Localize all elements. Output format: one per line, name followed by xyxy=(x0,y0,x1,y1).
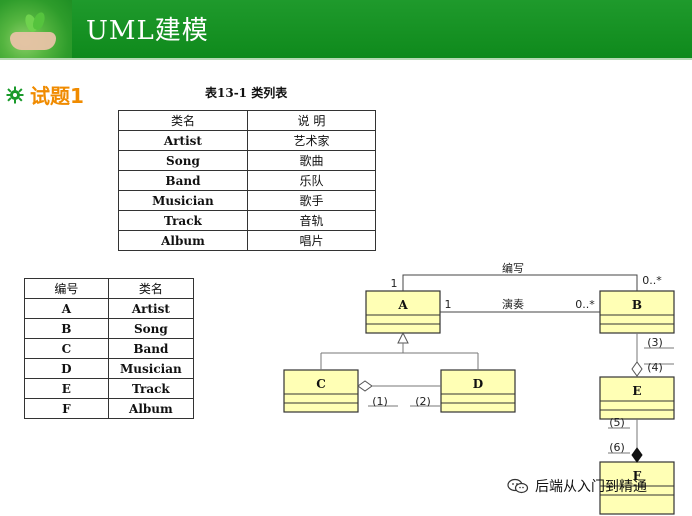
table-cell: Band xyxy=(119,171,248,191)
multiplicity-label: 0..* xyxy=(642,274,662,287)
uml-class-box-a: A xyxy=(366,291,440,333)
multiplicity-label: 1 xyxy=(445,298,452,311)
box-label: D xyxy=(473,377,483,391)
uml-class-box-e: E xyxy=(600,377,674,419)
box-label: E xyxy=(632,384,641,398)
multiplicity-label: 0..* xyxy=(575,298,595,311)
table-cell: Track xyxy=(119,211,248,231)
box-label: B xyxy=(632,298,642,312)
blank-label: (6) xyxy=(609,441,625,454)
gear-bullet-icon xyxy=(6,86,24,104)
wechat-icon xyxy=(507,478,529,494)
table-header-cell: 说 明 xyxy=(247,111,375,131)
table-cell: D xyxy=(25,359,109,379)
table-header-cell: 类名 xyxy=(119,111,248,131)
sprout-hands-icon xyxy=(0,0,72,58)
table-cell: 音轨 xyxy=(247,211,375,231)
uml-class-box-d: D xyxy=(441,370,515,412)
table-cell: 唱片 xyxy=(247,231,375,251)
multiplicity-label: 1 xyxy=(391,277,398,290)
table-cell: A xyxy=(25,299,109,319)
box-label: A xyxy=(397,298,408,312)
section-title: 试题1 xyxy=(30,80,84,109)
table1-caption: 表13-1 类列表 xyxy=(205,84,287,101)
table-cell: Song xyxy=(119,151,248,171)
blank-label: (3) xyxy=(647,336,663,349)
table-cell: 歌曲 xyxy=(247,151,375,171)
assoc-label-yanzou: 演奏 xyxy=(502,297,524,311)
blank-label: (1) xyxy=(372,395,388,408)
header-divider xyxy=(0,58,692,60)
assoc-label-bianxie: 编写 xyxy=(502,261,524,275)
table-cell: Musician xyxy=(119,191,248,211)
table-cell: E xyxy=(25,379,109,399)
wechat-watermark: 后端从入门到精通 xyxy=(507,476,647,496)
uml-class-box-b: B xyxy=(600,291,674,333)
table-header-cell: 类名 xyxy=(108,279,193,299)
header-bar: UML建模 xyxy=(0,0,692,58)
blank-label: (5) xyxy=(609,416,625,429)
watermark-text: 后端从入门到精通 xyxy=(535,476,647,496)
table-header-cell: 编号 xyxy=(25,279,109,299)
table-cell: Artist xyxy=(108,299,193,319)
table-cell: F xyxy=(25,399,109,419)
blank-label: (2) xyxy=(415,395,431,408)
table-header-row: 类名 说 明 xyxy=(119,111,376,131)
table-cell: 艺术家 xyxy=(247,131,375,151)
table-cell: Track xyxy=(108,379,193,399)
box-label: C xyxy=(316,377,326,391)
table-cell: Artist xyxy=(119,131,248,151)
table-cell: Album xyxy=(108,399,193,419)
table-cell: Album xyxy=(119,231,248,251)
table-cell: Musician xyxy=(108,359,193,379)
table-cell: Band xyxy=(108,339,193,359)
table-cell: 歌手 xyxy=(247,191,375,211)
page-title: UML建模 xyxy=(86,10,209,47)
table-cell: B xyxy=(25,319,109,339)
uml-class-box-c: C xyxy=(284,370,358,412)
table-cell: C xyxy=(25,339,109,359)
table-header-row: 编号 类名 xyxy=(25,279,194,299)
blank-label: (4) xyxy=(647,361,663,374)
section-heading: 试题1 xyxy=(6,80,84,109)
table-cell: 乐队 xyxy=(247,171,375,191)
table-cell: Song xyxy=(108,319,193,339)
